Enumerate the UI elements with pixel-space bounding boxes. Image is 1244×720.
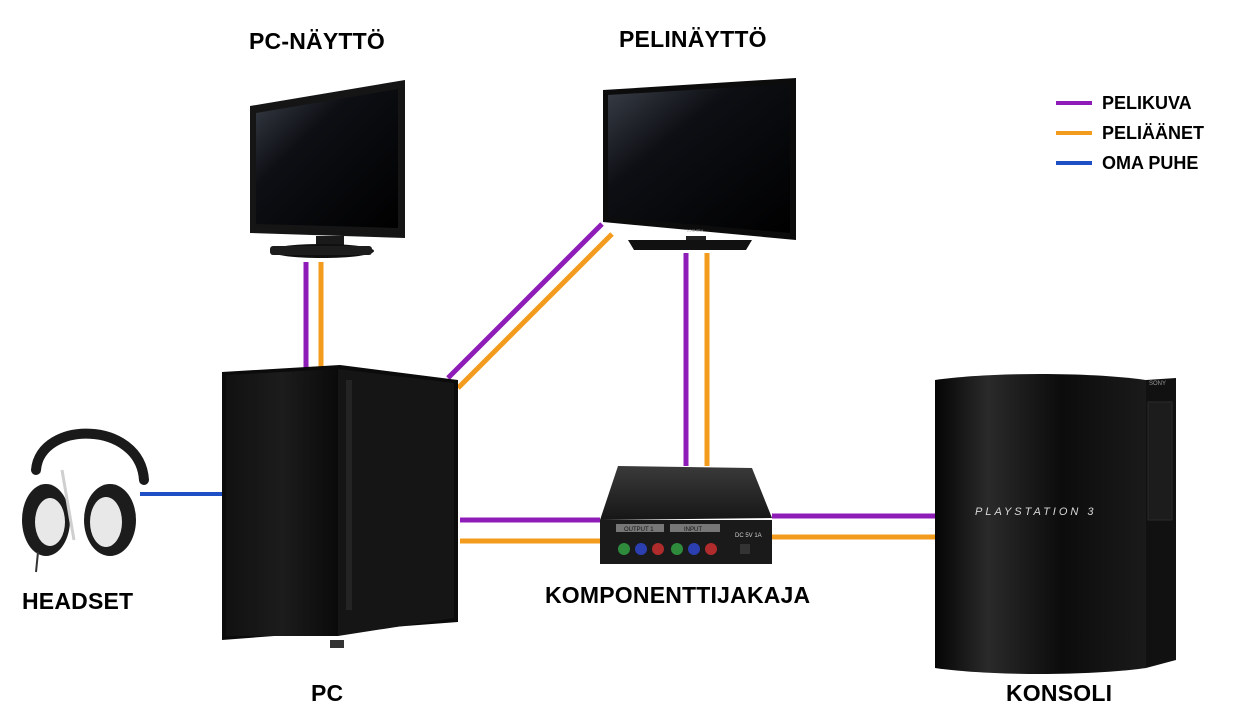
audio-cable <box>456 232 614 390</box>
pc-label: PC <box>311 680 344 706</box>
legend-item-video: PELIKUVA <box>1056 88 1204 118</box>
splitter-label: KOMPONENTTIJAKAJA <box>545 582 811 608</box>
legend-item-voice: OMA PUHE <box>1056 148 1204 178</box>
legend-label: OMA PUHE <box>1102 152 1199 173</box>
tv-brand: TOSHIBA <box>686 228 704 233</box>
pc-tower-icon <box>222 365 458 648</box>
pc-monitor-label: PC-NÄYTTÖ <box>249 28 385 54</box>
console-maker: SONY <box>1149 381 1166 387</box>
headset-label: HEADSET <box>22 588 134 614</box>
game-console-icon: SONY PLAYSTATION 3 <box>935 374 1176 674</box>
splitter-input-label: INPUT <box>684 527 702 533</box>
legend: PELIKUVA PELIÄÄNET OMA PUHE <box>1056 88 1204 178</box>
legend-label: PELIKUVA <box>1102 92 1192 113</box>
computer-monitor-icon <box>250 80 405 258</box>
video-cable <box>446 222 604 380</box>
game-monitor-label: PELINÄYTTÖ <box>619 26 767 52</box>
console-label: KONSOLI <box>1006 680 1113 706</box>
splitter-output-label: OUTPUT 1 <box>624 527 654 533</box>
component-splitter-icon: OUTPUT 1 INPUT DC 5V 1A <box>600 466 772 564</box>
legend-item-audio: PELIÄÄNET <box>1056 118 1204 148</box>
cable-splitter-to-console <box>772 513 936 540</box>
headset-icon <box>22 428 149 573</box>
legend-swatch <box>1056 131 1092 135</box>
flat-tv-icon: TOSHIBA <box>603 78 796 250</box>
splitter-power-label: DC 5V 1A <box>735 533 762 539</box>
console-brand: PLAYSTATION 3 <box>975 506 1097 518</box>
legend-swatch <box>1056 101 1092 105</box>
cable-pc-to-pc-monitor <box>303 262 324 368</box>
cable-game-monitor-to-splitter <box>683 253 710 466</box>
cable-pc-to-game-monitor <box>446 222 614 390</box>
legend-label: PELIÄÄNET <box>1102 122 1205 143</box>
legend-swatch <box>1056 161 1092 165</box>
cable-pc-to-splitter <box>460 517 600 544</box>
